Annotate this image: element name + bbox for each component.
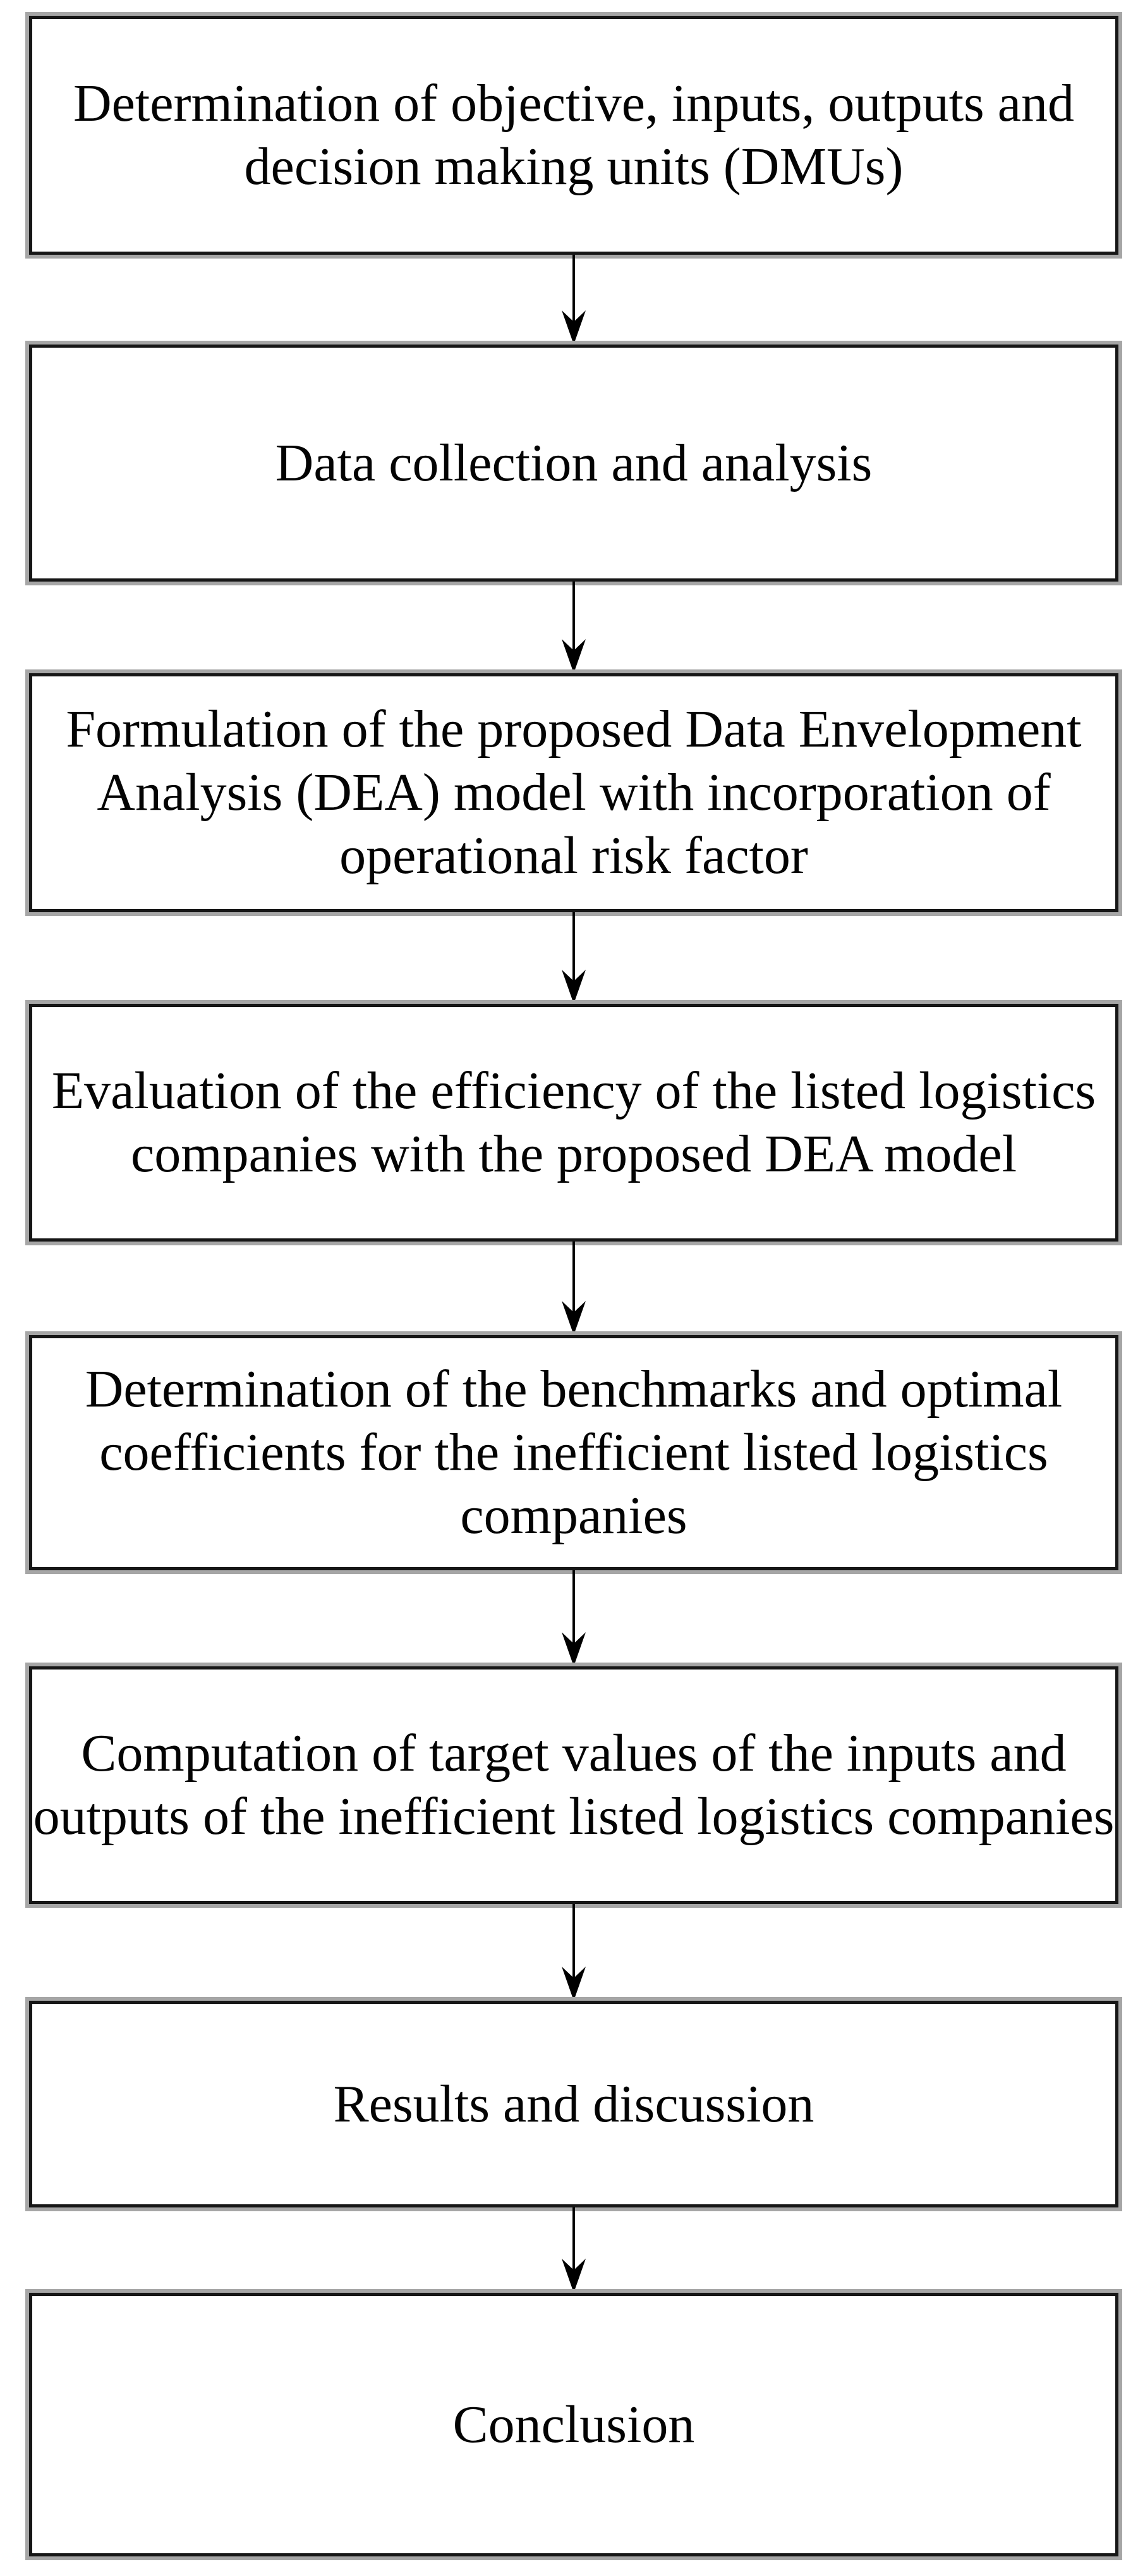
flow-step-2: Data collection and analysis [25, 341, 1122, 585]
flow-step-4-line-2: companies with the proposed DEA model [130, 1125, 1017, 1183]
flow-step-8-line-1: Conclusion [452, 2395, 695, 2454]
arrow-down-icon [562, 1570, 586, 1666]
flow-step-5: Determination of the benchmarks and opti… [25, 1331, 1122, 1574]
flow-step-6-line-1: Computation of target values of the inpu… [81, 1724, 1067, 1783]
flow-step-5-line-3: companies [460, 1486, 687, 1545]
flow-step-1: Determination of objective, inputs, outp… [25, 12, 1122, 259]
arrow-down-icon [562, 255, 586, 345]
flow-step-3-line-3: operational risk factor [339, 826, 808, 885]
arrow-down-icon [562, 1242, 586, 1335]
flow-step-8: Conclusion [25, 2289, 1122, 2560]
flow-step-5-line-1: Determination of the benchmarks and opti… [85, 1360, 1063, 1419]
flow-step-5-line-2: coefficients for the inefficient listed … [99, 1423, 1048, 1482]
flow-step-3-line-2: Analysis (DEA) model with incorporation … [97, 763, 1051, 822]
flow-step-2-line-1: Data collection and analysis [275, 433, 873, 492]
flow-step-6: Computation of target values of the inpu… [25, 1663, 1122, 1908]
flow-step-3-line-1: Formulation of the proposed Data Envelop… [66, 700, 1082, 759]
flow-step-7: Results and discussion [25, 1997, 1122, 2211]
flow-step-7-line-1: Results and discussion [333, 2074, 814, 2133]
flow-step-1-line-2: decision making units (DMUs) [244, 137, 904, 196]
arrow-down-icon [562, 582, 586, 673]
flow-step-4: Evaluation of the efficiency of the list… [25, 1000, 1122, 1245]
flow-step-1-line-1: Determination of objective, inputs, outp… [73, 74, 1075, 133]
flow-step-6-line-2: outputs of the inefficient listed logist… [33, 1787, 1115, 1846]
arrow-down-icon [562, 1904, 586, 2001]
arrow-down-icon [562, 2207, 586, 2293]
flow-step-4-line-1: Evaluation of the efficiency of the list… [51, 1061, 1096, 1120]
flow-step-3: Formulation of the proposed Data Envelop… [25, 669, 1122, 916]
arrow-down-icon [562, 912, 586, 1004]
